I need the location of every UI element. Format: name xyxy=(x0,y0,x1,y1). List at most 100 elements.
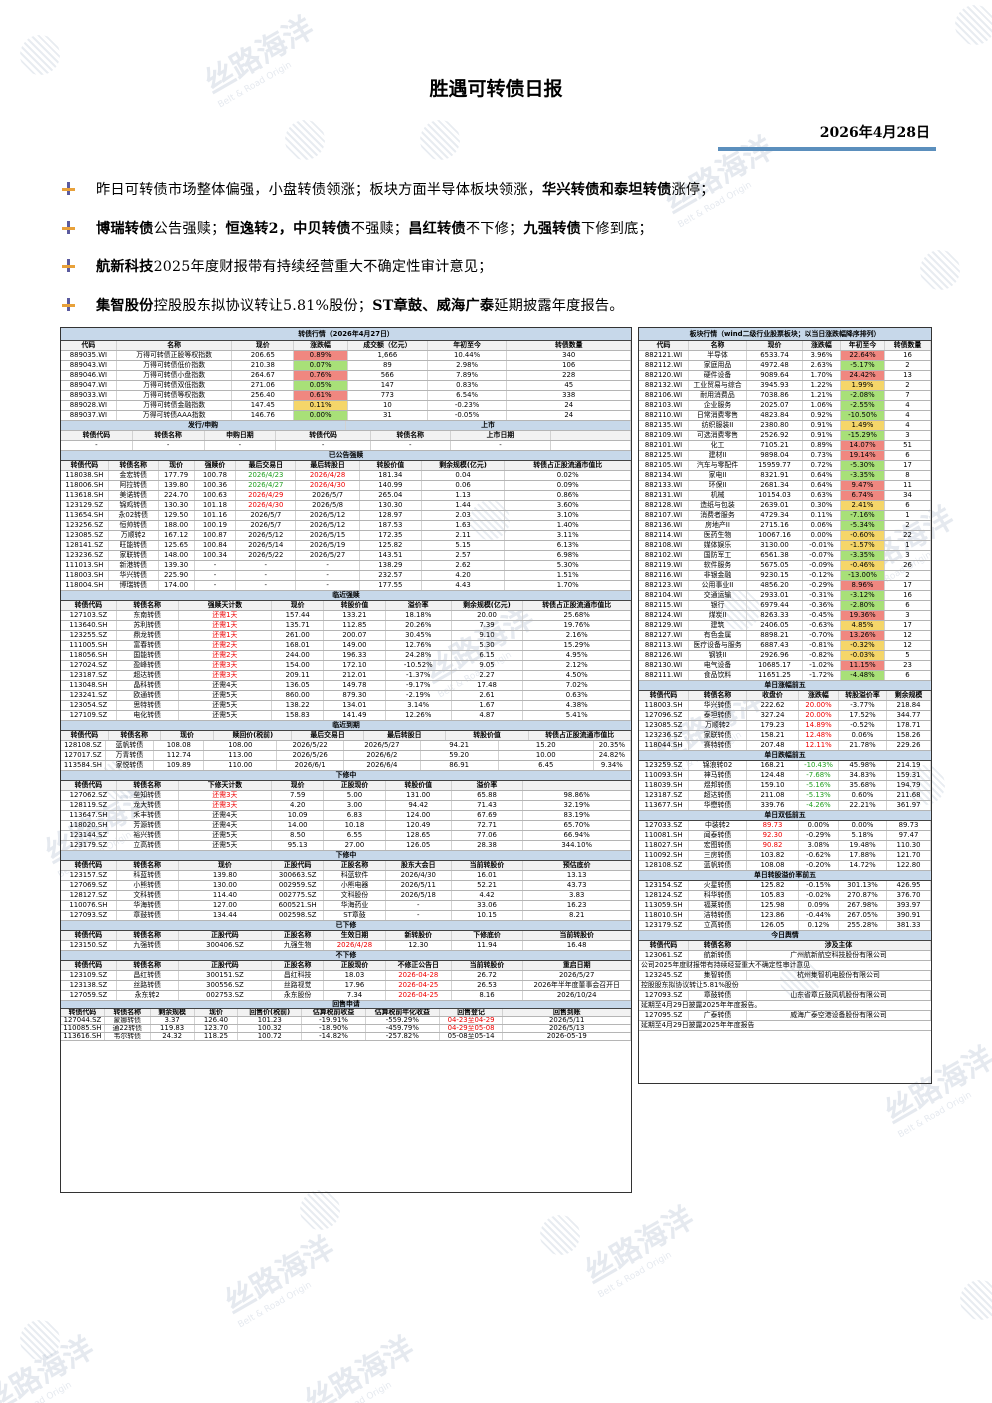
table-cell: 6.54% xyxy=(428,391,508,400)
table-cell: 万青转债 xyxy=(106,751,155,760)
table-cell: 5.00 xyxy=(324,791,386,800)
table-cell: 2026/5/26 xyxy=(277,751,345,760)
table-cell: 4 xyxy=(885,411,931,420)
column-header: 新转股价 xyxy=(386,931,452,940)
table-cell: 12 xyxy=(885,631,931,640)
table-cell: 882123.WI xyxy=(639,581,689,590)
table-cell: 2026/4/30 xyxy=(386,871,452,880)
table-cell: 4 xyxy=(885,401,931,410)
table-cell: 882115.WI xyxy=(639,601,689,610)
table-cell: 05-08至05-14 xyxy=(440,1033,504,1040)
column-header: 转债数量 xyxy=(507,341,631,350)
table-cell: 万得可转债等权指数 xyxy=(117,391,233,400)
table-cell: 209.11 xyxy=(272,671,325,680)
section-header: 板块行情（wind二级行业股票板块；以当日涨跌幅降序排列） xyxy=(639,328,931,341)
table-cell: 新港转债 xyxy=(109,561,159,570)
table-cell: 127033.SZ xyxy=(639,821,689,830)
table-cell: 2026/5/12 xyxy=(236,531,297,540)
table-cell: 家联转债 xyxy=(109,551,159,560)
table-cell: -0.23% xyxy=(428,401,508,410)
table-cell: 3.96% xyxy=(803,351,841,360)
table-cell: 126.05 xyxy=(386,841,452,850)
table-cell: 04-29至05-08 xyxy=(440,1025,504,1032)
column-header: 现价 xyxy=(747,341,803,350)
table-cell: 123085.SZ xyxy=(61,531,109,540)
table-cell: 2026/5/18 xyxy=(386,891,452,900)
table-header-row: 转债代码转债名称剩余规模现价回售价(税前)估算税前收益估算税前年化收益回售登记回… xyxy=(61,1009,631,1017)
table-cell: 158.26 xyxy=(887,731,931,740)
table-cell: 30.45% xyxy=(386,631,452,640)
table-cell: 16.01 xyxy=(452,871,524,880)
column-header: 正股名称 xyxy=(272,961,325,970)
table-header-row: 转债代码转债名称正股代码正股名称生效日期新转股价下修底价当前转股价 xyxy=(61,931,631,941)
table-cell: -2.19% xyxy=(386,691,452,700)
table-cell: 泰坦转债 xyxy=(689,711,747,720)
table-cell: 2026/5/27 xyxy=(344,741,421,750)
table-cell: 2926.96 xyxy=(747,651,803,660)
table-cell: 2026/4/29 xyxy=(236,491,297,500)
column-header: 转债名称 xyxy=(689,941,747,950)
table-cell: -0.09% xyxy=(803,561,841,570)
table-cell: - xyxy=(451,441,552,450)
column-header: 转股价值 xyxy=(446,731,530,740)
table-cell: 143.51 xyxy=(360,551,422,560)
table-cell: 45 xyxy=(507,381,631,390)
column-header: 转债名称 xyxy=(117,601,179,610)
table-cell: 机械 xyxy=(689,491,747,500)
table-cell: 食品饮料 xyxy=(689,671,747,680)
table-cell: -3.77% xyxy=(839,701,887,710)
table-cell: 128108.SZ xyxy=(639,861,689,870)
column-header: 估算税前收益 xyxy=(302,1009,366,1016)
table-cell: 139.80 xyxy=(179,871,273,880)
table-cell: 富春转债 xyxy=(117,641,179,650)
column-header: 转债代码 xyxy=(61,461,109,470)
table-cell: 135.71 xyxy=(272,621,325,630)
table-cell: 家庭用品 xyxy=(689,361,747,370)
table-cell: 244.00 xyxy=(272,651,325,660)
table-cell: 118004.SH xyxy=(61,581,109,590)
table-cell: 8321.91 xyxy=(747,471,803,480)
table-cell: 123154.SZ xyxy=(639,881,689,890)
table-cell: 222.62 xyxy=(747,701,799,710)
bullet-emphasis: 恒逸转2，中贝转债 xyxy=(225,220,351,237)
column-header: 生效日期 xyxy=(324,931,386,940)
table-cell: 超达转债 xyxy=(117,671,179,680)
table-cell: 0.09% xyxy=(799,901,839,910)
table-cell: 127024.SZ xyxy=(61,661,117,670)
table-cell: 造纸与包装 xyxy=(689,501,747,510)
summary-bullet: 集智股份控股股东拟协议转让5.81%股份；ST章鼓、威海广泰延期披露年度报告。 xyxy=(60,286,940,325)
table-cell: 270.87% xyxy=(839,891,887,900)
table-cell: 120.49 xyxy=(386,821,452,830)
table-cell: 11.15% xyxy=(841,661,885,670)
table-cell: 179.23 xyxy=(747,721,799,730)
table-cell: 381.33 xyxy=(887,921,931,930)
table-cell: 万得可转债金融指数 xyxy=(117,401,233,410)
table-cell: 2026/5/11 xyxy=(386,881,452,890)
table-cell: 2.61 xyxy=(452,691,524,700)
table-cell: 882119.WI xyxy=(639,561,689,570)
bullet-text: 航新科技2025年度财报带有持续经营重大不确定性审计意见； xyxy=(96,256,493,276)
table-cell: 125.98 xyxy=(747,901,799,910)
table-cell: 还需3天 xyxy=(179,661,273,670)
table-cell: 126.40 xyxy=(195,1017,239,1024)
table-cell: -3.12% xyxy=(841,591,885,600)
table-cell: 16 xyxy=(885,351,931,360)
table-cell: 广泰转债 xyxy=(689,1011,747,1020)
table-cell: 0.30% xyxy=(803,501,841,510)
table-cell: 2026/5/14 xyxy=(236,541,297,550)
table-cell: 0.05% xyxy=(294,381,348,390)
table-cell: -0.36% xyxy=(803,601,841,610)
table-cell: -9.17% xyxy=(386,681,452,690)
table-cell: 158.83 xyxy=(272,711,325,720)
table-cell: 889043.WI xyxy=(61,361,117,370)
column-header: 正股现价 xyxy=(324,961,386,970)
table-cell: 4 xyxy=(885,421,931,430)
table-cell: -15.29% xyxy=(841,431,885,440)
column-header: 转债名称 xyxy=(109,461,159,470)
